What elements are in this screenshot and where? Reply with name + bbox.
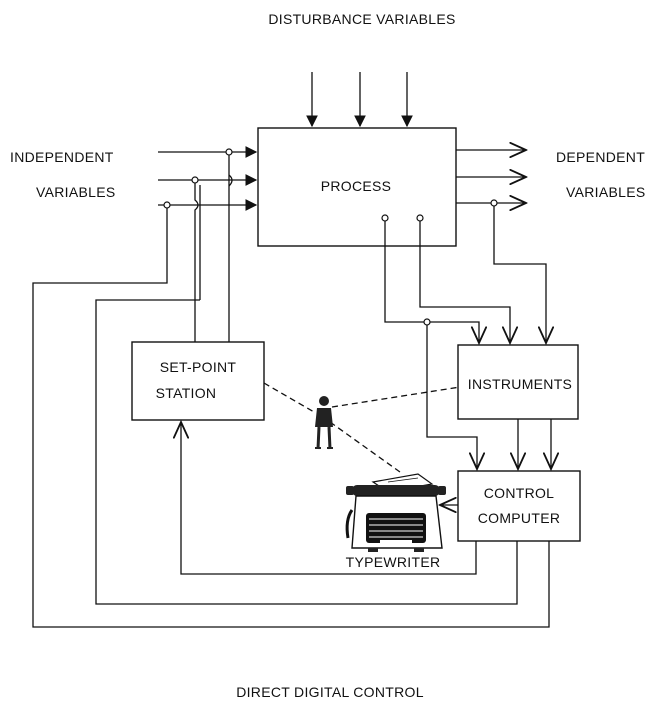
typewriter-icon bbox=[346, 474, 446, 552]
setpoint-station-box bbox=[132, 342, 264, 420]
junction-tap bbox=[424, 319, 430, 325]
control-computer-box bbox=[458, 471, 580, 541]
dash-setpoint-operator bbox=[264, 383, 314, 412]
setpoint-label-1: SET-POINT bbox=[160, 359, 237, 375]
dash-operator-instruments bbox=[332, 387, 460, 407]
typewriter-label: TYPEWRITER bbox=[346, 554, 441, 570]
dependent-variables-label-1: DEPENDENT bbox=[556, 149, 645, 165]
output-tap-3 bbox=[491, 200, 497, 206]
independent-variables-label-2: VARIABLES bbox=[36, 184, 115, 200]
process-tap-b bbox=[417, 215, 423, 221]
setpoint-link-2 bbox=[195, 180, 198, 342]
instruments-label: INSTRUMENTS bbox=[468, 376, 572, 392]
control-computer-label-1: CONTROL bbox=[484, 485, 555, 501]
input-tap-3 bbox=[164, 202, 170, 208]
operator-person-icon bbox=[315, 396, 333, 449]
process-tap-a bbox=[382, 215, 388, 221]
process-label: PROCESS bbox=[321, 178, 392, 194]
control-computer-label-2: COMPUTER bbox=[478, 510, 561, 526]
caption: DIRECT DIGITAL CONTROL bbox=[236, 684, 424, 700]
setpoint-label-2: STATION bbox=[156, 385, 217, 401]
dependent-variables-label-2: VARIABLES bbox=[566, 184, 645, 200]
setpoint-tap-1 bbox=[226, 149, 232, 155]
tap-3-line bbox=[494, 206, 546, 343]
dash-operator-typewriter bbox=[330, 422, 400, 472]
independent-variables-label-1: INDEPENDENT bbox=[10, 149, 114, 165]
setpoint-tap-2 bbox=[192, 177, 198, 183]
disturbance-variables-label: DISTURBANCE VARIABLES bbox=[268, 11, 455, 27]
